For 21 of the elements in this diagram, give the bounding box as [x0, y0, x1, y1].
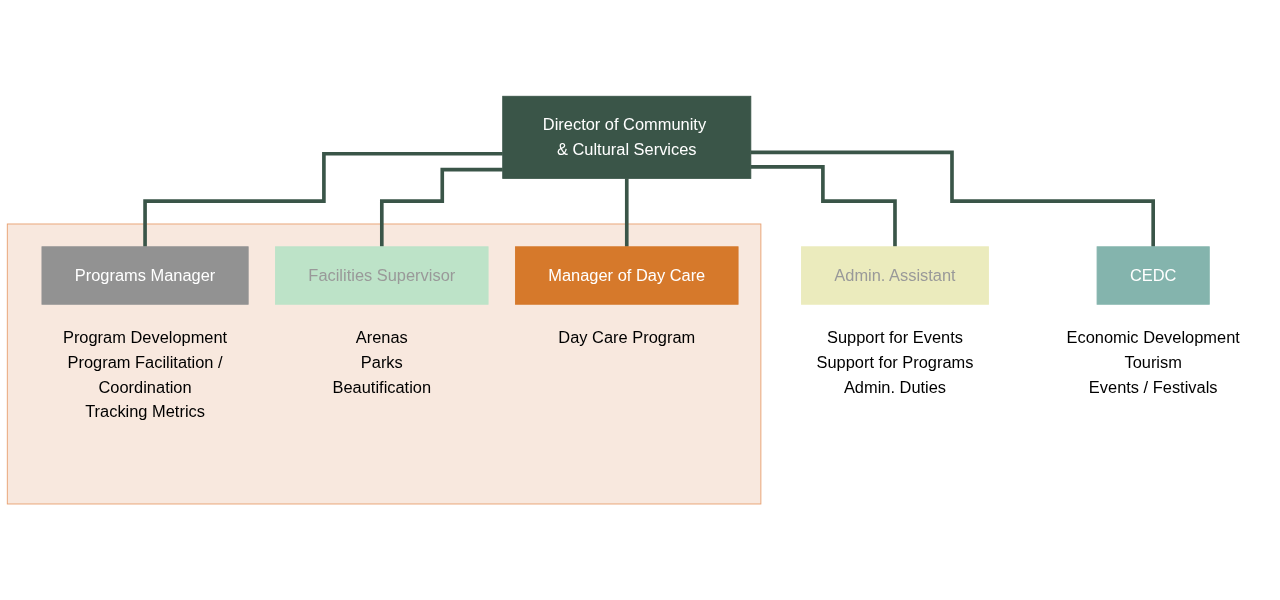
- node-box: Director of Community & Cultural Services: [502, 95, 752, 179]
- node-label: Economic Development: [1066, 328, 1240, 347]
- node-label: Arenas: [355, 328, 408, 347]
- node-label: Day Care Program: [558, 328, 696, 347]
- node-label: Support for Events: [826, 328, 963, 347]
- node-label: Beautification: [332, 377, 432, 397]
- cluster: [6, 223, 762, 505]
- node-box: Admin. Assistant: [801, 246, 989, 305]
- node-box: Programs Manager: [41, 246, 249, 305]
- node-label: Tracking Metrics: [85, 402, 205, 421]
- node-label: Program Development: [62, 328, 228, 347]
- node-label: Events / Festivals: [1088, 377, 1218, 397]
- node-box: Facilities Supervisor: [275, 246, 489, 305]
- node-box: Manager of Day Care: [515, 246, 739, 305]
- node-label: Admin. Duties: [843, 377, 947, 397]
- node-box: CEDC: [1096, 246, 1210, 305]
- node-label: Tourism: [1124, 353, 1182, 372]
- node-label: Program Facilitation /: [67, 353, 223, 372]
- node-label: Parks: [360, 353, 403, 372]
- node-label: Support for Programs: [816, 353, 974, 372]
- node-label: Coordination: [98, 377, 192, 397]
